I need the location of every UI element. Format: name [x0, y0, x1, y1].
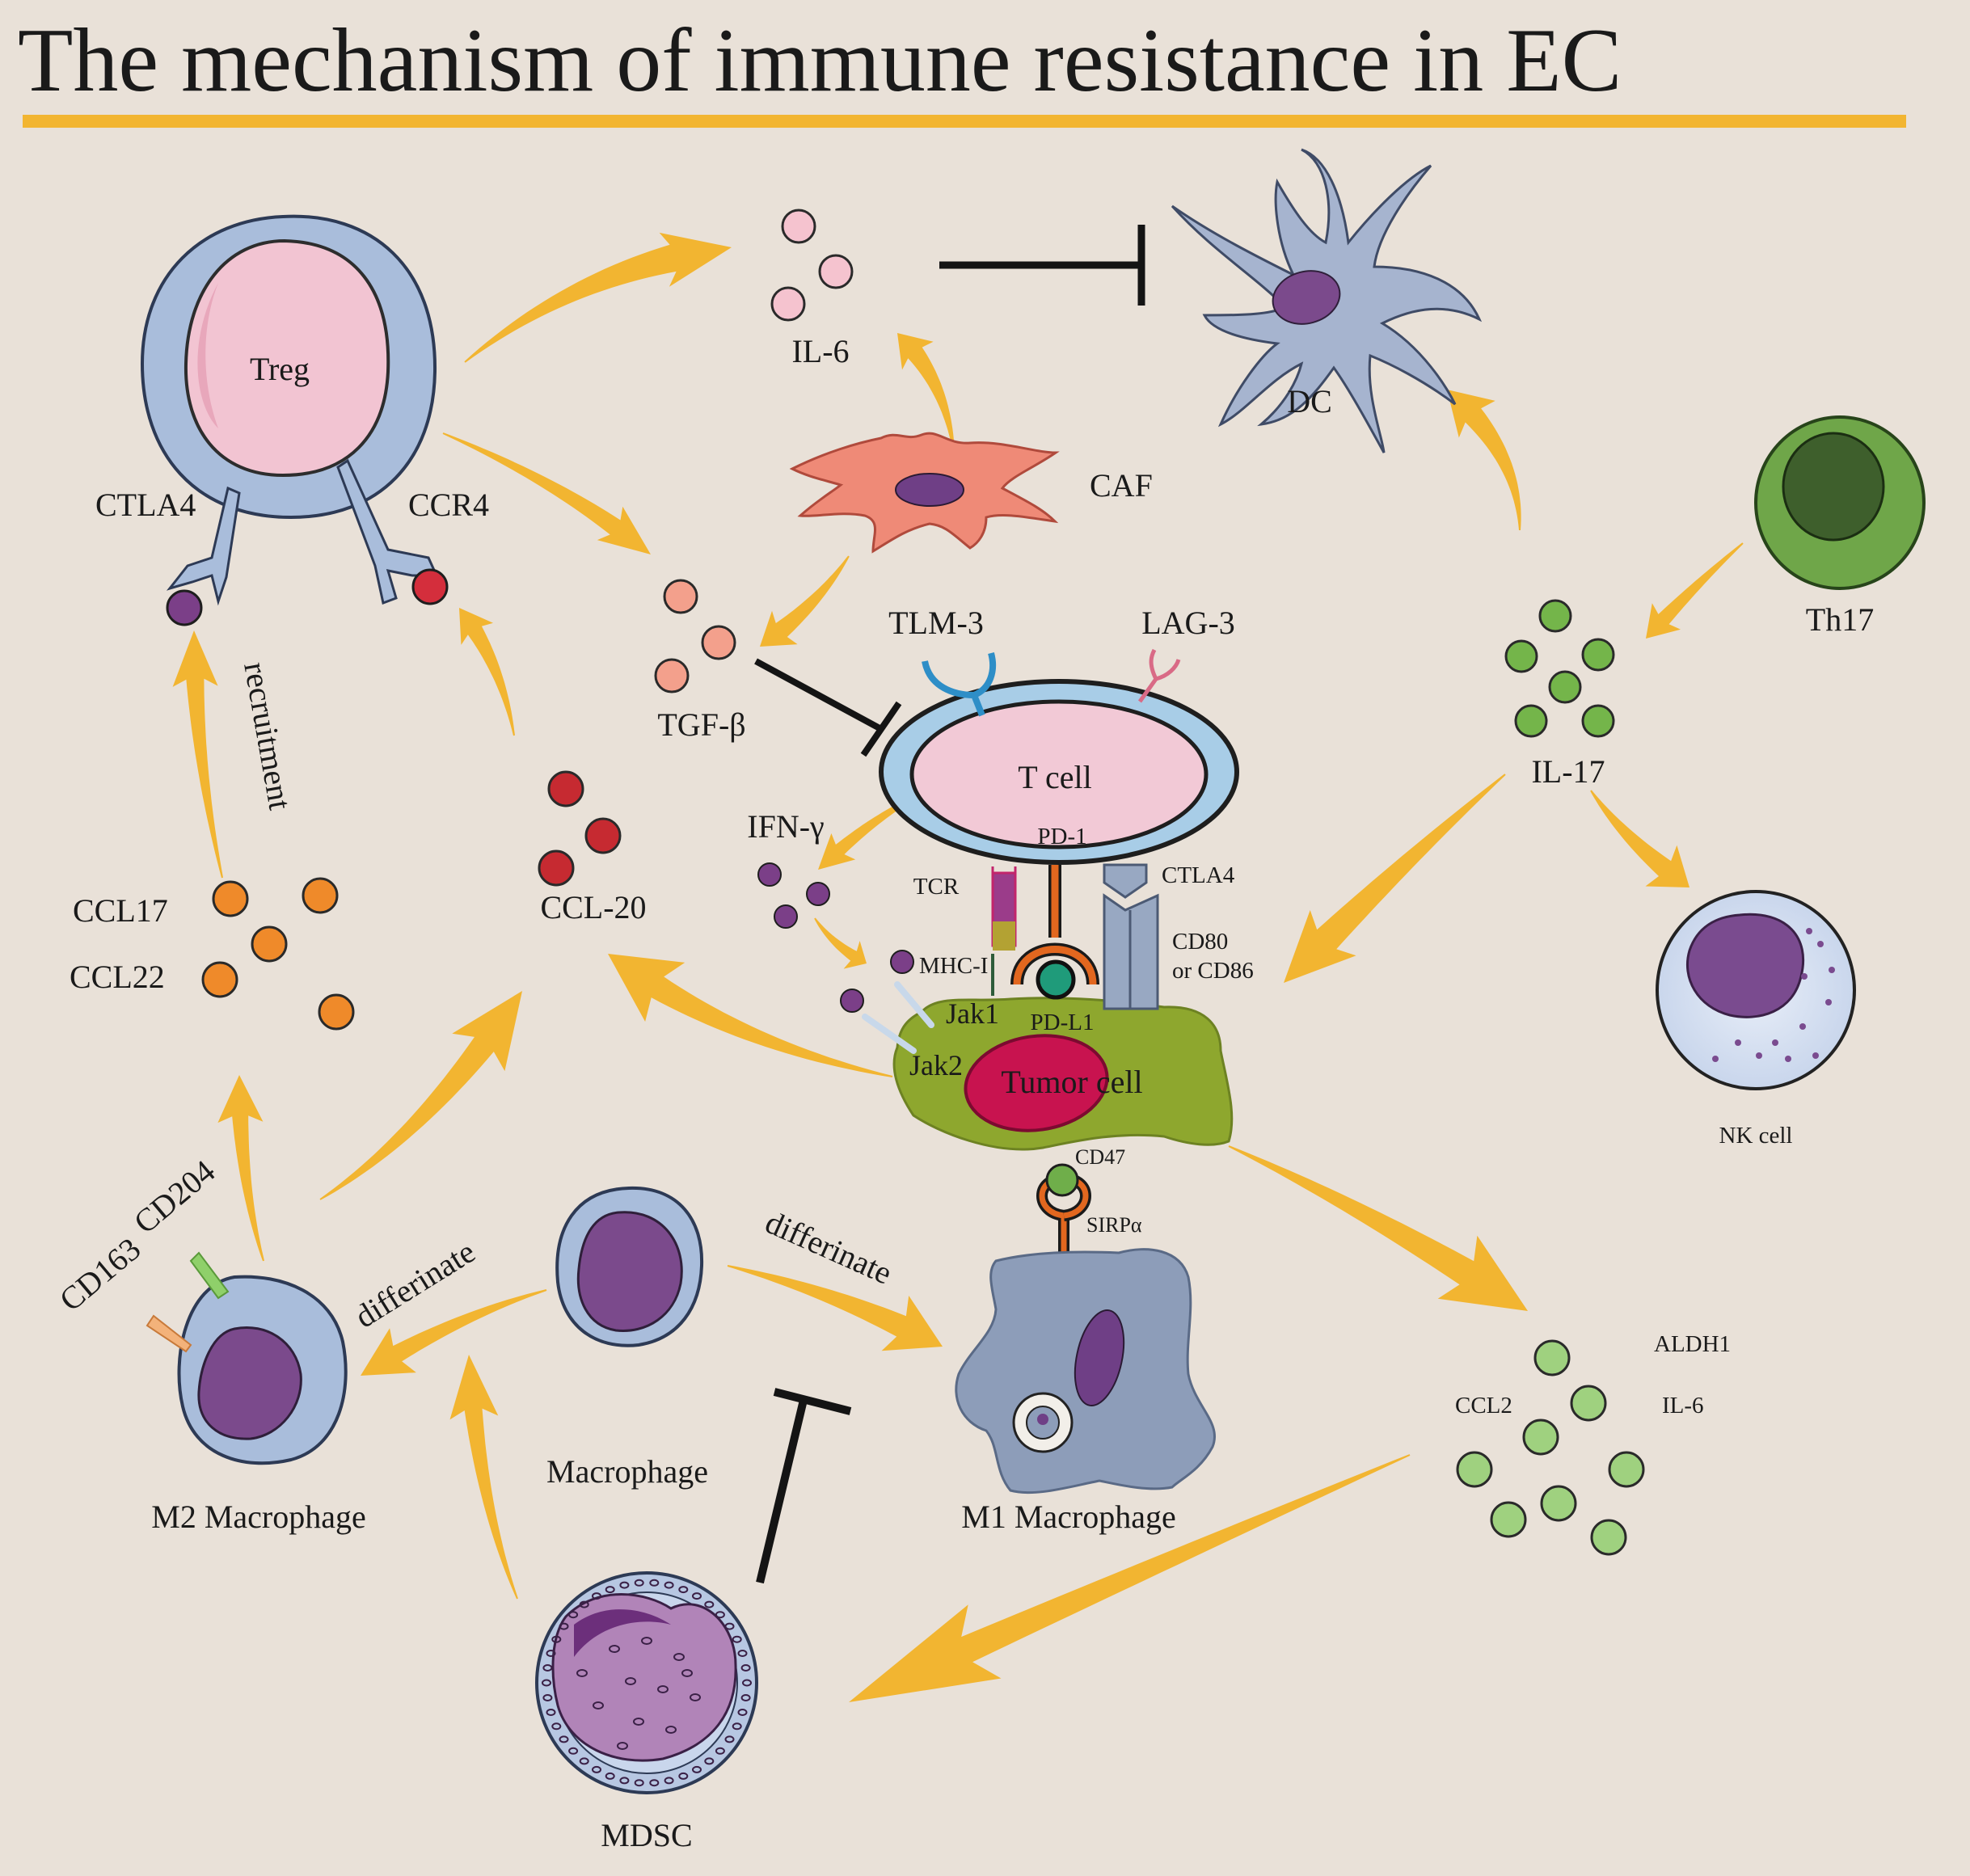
m1-macrophage-icon [955, 1248, 1216, 1494]
jak2-label: Jak2 [909, 1049, 963, 1081]
tumor-cell-icon [892, 997, 1234, 1151]
jak-receptors-icon [862, 981, 934, 1054]
ctla4-treg-label: CTLA4 [95, 487, 196, 523]
m2-macrophage-label: M2 Macrophage [151, 1499, 365, 1535]
t-cell-icon [879, 679, 1239, 865]
aldh1-label: ALDH1 [1654, 1331, 1731, 1357]
th17-cell-icon [1754, 415, 1926, 590]
m2-macrophage-icon [146, 1251, 348, 1465]
il6-particles [770, 209, 854, 322]
ctla4-tcell-label: CTLA4 [1162, 862, 1235, 888]
sirpa-label: SIRPα [1086, 1213, 1142, 1237]
arrow-chemokines-to-mdsc [849, 1454, 1411, 1702]
arrow-caf-to-il6 [897, 333, 955, 453]
m1-macrophage-label: M1 Macrophage [961, 1499, 1175, 1535]
tumor-cell-label: Tumor cell [1001, 1064, 1142, 1100]
cd47-label: CD47 [1075, 1145, 1125, 1169]
ccl20-label: CCL-20 [540, 889, 646, 925]
arrow-ccl17-to-ctla4 [172, 630, 223, 879]
lag3-receptor-icon [1137, 648, 1181, 703]
th17-label: Th17 [1806, 601, 1874, 638]
caf-label: CAF [1090, 467, 1153, 504]
arrow-m2-to-ccl17 [217, 1075, 264, 1262]
ccl2-particles [1456, 1339, 1645, 1556]
inhibition-tgfb-tcell [754, 658, 902, 757]
arrow-macrophage-to-m1 [727, 1265, 943, 1351]
il6-label: IL-6 [791, 333, 849, 369]
il17-particles [1504, 599, 1615, 738]
arrow-il17-to-dc [1447, 390, 1521, 530]
t-cell-label: T cell [1018, 759, 1091, 795]
ctla4-ligand-dot [166, 589, 203, 626]
title-underline [23, 115, 1906, 128]
mdsc-icon [535, 1571, 758, 1794]
tlm3-label: TLM-3 [888, 605, 984, 641]
dendritic-cell-icon [1171, 148, 1483, 453]
ccl20-particles [538, 770, 622, 887]
arrow-treg-to-il6 [464, 232, 732, 363]
pdl1-label: PD-L1 [1031, 1010, 1095, 1035]
tlm3-receptor-icon [922, 651, 997, 717]
ifn-gamma-particles [757, 862, 864, 1013]
arrow-tcell-to-ifng [818, 790, 929, 870]
inhibition-il6-dc [939, 225, 1145, 306]
cd47-sirpa-complex [1036, 1163, 1091, 1261]
recruitment-label: recruitment [237, 660, 298, 812]
jak1-label: Jak1 [946, 997, 999, 1030]
cd204-label: CD204 [127, 1153, 221, 1241]
ccr4-ligand-dot [411, 568, 449, 605]
ccl2-label: CCL2 [1455, 1393, 1512, 1419]
mhc1-dot [890, 950, 914, 974]
arrow-caf-to-tgfb [760, 555, 850, 647]
macrophage-label: Macrophage [546, 1453, 708, 1490]
arrow-il17-to-nk [1590, 790, 1689, 887]
pd1-label: PD-1 [1037, 824, 1086, 849]
inhibition-mdsc-macrophage [756, 1388, 852, 1584]
ccl17-ccl22-particles [201, 877, 355, 1031]
tgfb-label: TGF-β [657, 706, 745, 743]
tcr-complex [991, 866, 1017, 996]
ctla4-cd80-complex [1103, 863, 1159, 1010]
mhc1-label: MHC-I [919, 953, 988, 979]
mdsc-label: MDSC [601, 1817, 692, 1853]
arrow-tumor-to-chemokines [1228, 1145, 1528, 1311]
cd163-label: CD163 [53, 1230, 147, 1318]
page-title: The mechanism of immune resistance in EC [18, 11, 1622, 111]
treg-label: Treg [250, 351, 310, 387]
arrow-m2-to-ccl20 [319, 991, 522, 1200]
arrow-ifng-to-mhc [814, 917, 867, 969]
tcr-label: TCR [913, 874, 960, 900]
lag3-label: LAG-3 [1141, 605, 1235, 641]
dc-label: DC [1287, 383, 1332, 419]
cd80-label: CD80 [1172, 929, 1228, 955]
arrow-macrophage-to-m2 [361, 1289, 547, 1376]
cd86-label: or CD86 [1172, 958, 1254, 984]
ccr4-label: CCR4 [408, 487, 489, 523]
arrow-ccl20-to-ccr4 [459, 608, 515, 736]
arrow-th17-to-il17 [1646, 542, 1744, 639]
macrophage-icon [555, 1186, 704, 1347]
tgfb-particles [654, 579, 736, 693]
arrow-mdsc-to-m2 [449, 1355, 518, 1600]
fibroblast-icon [789, 432, 1060, 554]
ccl17-label: CCL17 [73, 892, 168, 929]
ccl22-label: CCL22 [70, 959, 165, 995]
arrow-tumor-to-ccl20 [608, 954, 893, 1077]
il17-label: IL-17 [1531, 753, 1605, 790]
pd1-pdl1-complex [1010, 865, 1099, 1000]
treg-cell-icon [140, 214, 439, 606]
nk-cell-icon [1656, 890, 1856, 1090]
nk-cell-label: NK cell [1719, 1123, 1793, 1149]
arrow-treg-to-tgfb [442, 432, 651, 554]
il6-lower-label: IL-6 [1662, 1393, 1704, 1419]
ifn-gamma-label: IFN-γ [747, 808, 824, 845]
arrow-il17-to-tumor [1284, 774, 1506, 983]
